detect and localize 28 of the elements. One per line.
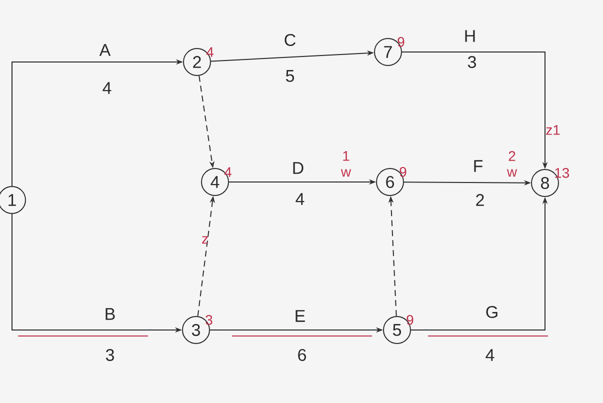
edge-label: G <box>486 306 498 318</box>
duration-label: 4 <box>486 349 494 361</box>
edge-label: F <box>474 160 483 172</box>
event-time: 9 <box>400 166 406 177</box>
event-time: 9 <box>406 314 414 325</box>
duration-label: 3 <box>106 348 114 361</box>
edge-label: A <box>99 44 111 56</box>
float-note: z1 <box>546 125 560 135</box>
duration-label: 5 <box>286 70 294 82</box>
event-time: 3 <box>206 314 212 325</box>
duration-label: 2 <box>476 194 484 206</box>
duration-label: 4 <box>102 82 112 94</box>
edge-label: E <box>296 310 305 322</box>
event-time: 4 <box>206 47 214 57</box>
float-note: w <box>506 169 518 177</box>
event-time: 4 <box>224 167 232 177</box>
duration-label: 3 <box>468 56 476 68</box>
edge-label: C <box>284 34 296 46</box>
edge-label: D <box>293 162 304 174</box>
edge-label: B <box>106 308 115 320</box>
float-note: w <box>340 169 352 177</box>
edge-label: H <box>465 30 475 42</box>
float-note: 1 <box>343 151 350 161</box>
event-time: 9 <box>398 36 404 47</box>
duration-label: 4 <box>296 193 304 205</box>
float-note: 2 <box>508 151 516 161</box>
float-note: z <box>202 236 208 244</box>
duration-label: 6 <box>298 348 306 361</box>
